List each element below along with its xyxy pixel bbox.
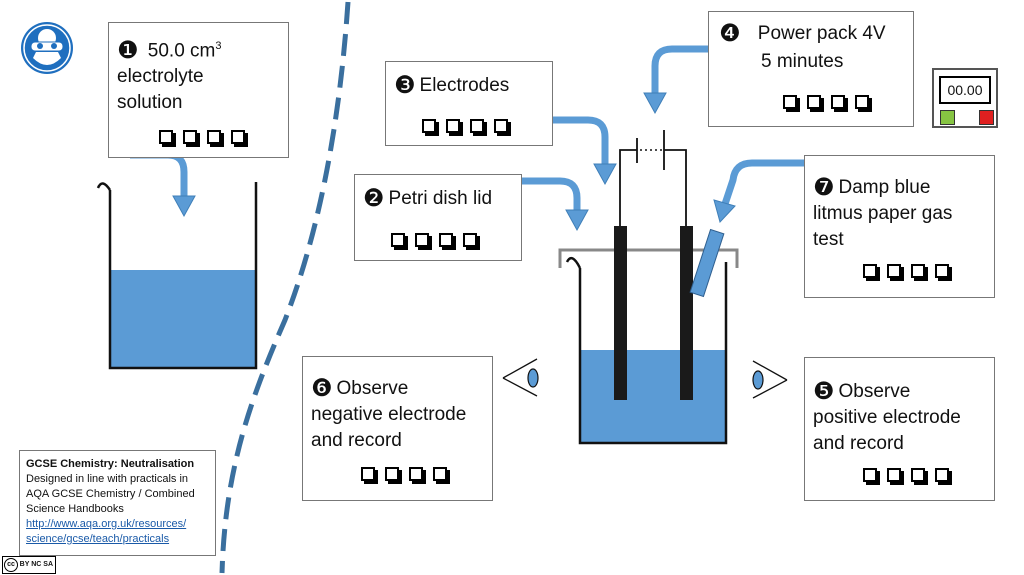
- electrolysis-beaker: [558, 130, 739, 445]
- circuit-wire: [619, 149, 687, 226]
- checkbox-icon[interactable]: [415, 233, 429, 247]
- checkbox-icon[interactable]: [446, 119, 460, 133]
- step-5-line3: and record: [813, 433, 904, 454]
- info-box: GCSE Chemistry: Neutralisation Designed …: [19, 450, 216, 556]
- step-7-checkboxes: [863, 264, 949, 278]
- checkbox-icon[interactable]: [231, 130, 245, 144]
- eye-icon: [502, 358, 539, 397]
- checkbox-icon[interactable]: [863, 264, 877, 278]
- checkbox-icon[interactable]: [409, 467, 423, 481]
- step-7-line2: litmus paper gas: [813, 203, 953, 224]
- info-title: GCSE Chemistry: Neutralisation: [26, 458, 195, 470]
- info-line3: Science Handbooks: [26, 503, 124, 515]
- step-3-number: ❸: [394, 71, 416, 99]
- step-2-text: Petri dish lid: [388, 188, 493, 209]
- checkbox-icon[interactable]: [831, 95, 845, 109]
- petri-dish-lid: [558, 248, 739, 268]
- arrow-to-litmus: [721, 159, 804, 206]
- step-1-number: ❶: [117, 36, 139, 65]
- checkbox-icon[interactable]: [463, 233, 477, 247]
- cc-license-badge: cc BY NC SA: [2, 556, 56, 574]
- eye-icon: [752, 360, 788, 399]
- positive-electrode: [680, 226, 693, 400]
- stopwatch: 00.00: [932, 68, 998, 128]
- step-1-box: ❶ 50.0 cm3 electrolyte solution: [108, 22, 289, 158]
- step-6-checkboxes: [361, 467, 447, 481]
- step-6-line1: Observe: [336, 378, 409, 399]
- checkbox-icon[interactable]: [855, 95, 869, 109]
- stopwatch-display: 00.00: [939, 76, 991, 104]
- step-6-number: ❻: [311, 374, 333, 402]
- dashed-divider: [219, 1, 351, 574]
- step-7-line1: Damp blue: [838, 177, 931, 198]
- step-6-line3: and record: [311, 430, 402, 451]
- checkbox-icon[interactable]: [159, 130, 173, 144]
- litmus-paper: [689, 228, 725, 298]
- arrow-to-electrodes: [552, 116, 609, 166]
- step-7-line3: test: [813, 229, 844, 250]
- checkbox-icon[interactable]: [494, 119, 508, 133]
- step-5-number: ❺: [813, 377, 835, 405]
- checkbox-icon[interactable]: [433, 467, 447, 481]
- step-4-line2: 5 minutes: [761, 51, 844, 72]
- checkbox-icon[interactable]: [361, 467, 375, 481]
- checkbox-icon[interactable]: [385, 467, 399, 481]
- checkbox-icon[interactable]: [911, 264, 925, 278]
- safety-goggles-icon: [21, 22, 73, 74]
- step-6-line2: negative electrode: [311, 404, 467, 425]
- checkbox-icon[interactable]: [887, 468, 901, 482]
- step-7-number: ❼: [813, 173, 835, 201]
- step-1-line3: solution: [117, 92, 183, 114]
- step-4-checkboxes: [783, 95, 869, 109]
- checkbox-icon[interactable]: [783, 95, 797, 109]
- checkbox-icon[interactable]: [807, 95, 821, 109]
- cell-liquid: [580, 350, 726, 443]
- step-2-number: ❷: [363, 184, 385, 212]
- cc-icon: cc: [4, 558, 18, 572]
- step-3-checkboxes: [422, 119, 508, 133]
- checkbox-icon[interactable]: [391, 233, 405, 247]
- negative-electrode: [614, 226, 627, 400]
- info-line2: AQA GCSE Chemistry / Combined: [26, 488, 195, 500]
- step-1-volume: 50.0 cm: [147, 40, 216, 62]
- stopwatch-start-button[interactable]: [940, 110, 955, 125]
- step-4-number: ❹: [719, 19, 741, 47]
- step-5-checkboxes: [863, 468, 949, 482]
- step-5-line2: positive electrode: [813, 407, 961, 428]
- checkbox-icon[interactable]: [470, 119, 484, 133]
- stopwatch-stop-button[interactable]: [979, 110, 994, 125]
- arrow-to-left-beaker: [130, 151, 188, 198]
- checkbox-icon[interactable]: [935, 468, 949, 482]
- cc-license-text: BY NC SA: [19, 561, 53, 568]
- step-3-text: Electrodes: [419, 75, 510, 96]
- info-link-line1[interactable]: http://www.aqa.org.uk/resources/: [26, 518, 187, 530]
- step-5-line1: Observe: [838, 381, 911, 402]
- checkbox-icon[interactable]: [863, 468, 877, 482]
- step-2-checkboxes: [391, 233, 477, 247]
- arrow-from-power: [651, 45, 708, 96]
- checkbox-icon[interactable]: [911, 468, 925, 482]
- electrolyte-liquid: [110, 270, 256, 368]
- checkbox-icon[interactable]: [207, 130, 221, 144]
- info-line1: Designed in line with practicals in: [26, 473, 189, 485]
- arrow-to-lid: [522, 177, 581, 212]
- checkbox-icon[interactable]: [887, 264, 901, 278]
- checkbox-icon[interactable]: [439, 233, 453, 247]
- checkbox-icon[interactable]: [183, 130, 197, 144]
- info-link-line2[interactable]: science/gcse/teach/practicals: [26, 533, 170, 545]
- step-4-box: ❹ Power pack 4V 5 minutes: [708, 11, 914, 127]
- checkbox-icon[interactable]: [422, 119, 436, 133]
- checkbox-icon[interactable]: [935, 264, 949, 278]
- step-4-line1: Power pack 4V: [757, 23, 886, 44]
- step-1-unit-superscript: 3: [215, 40, 222, 52]
- step-1-checkboxes: [159, 130, 245, 144]
- step-1-line2: electrolyte: [117, 66, 204, 88]
- left-beaker: [96, 182, 258, 370]
